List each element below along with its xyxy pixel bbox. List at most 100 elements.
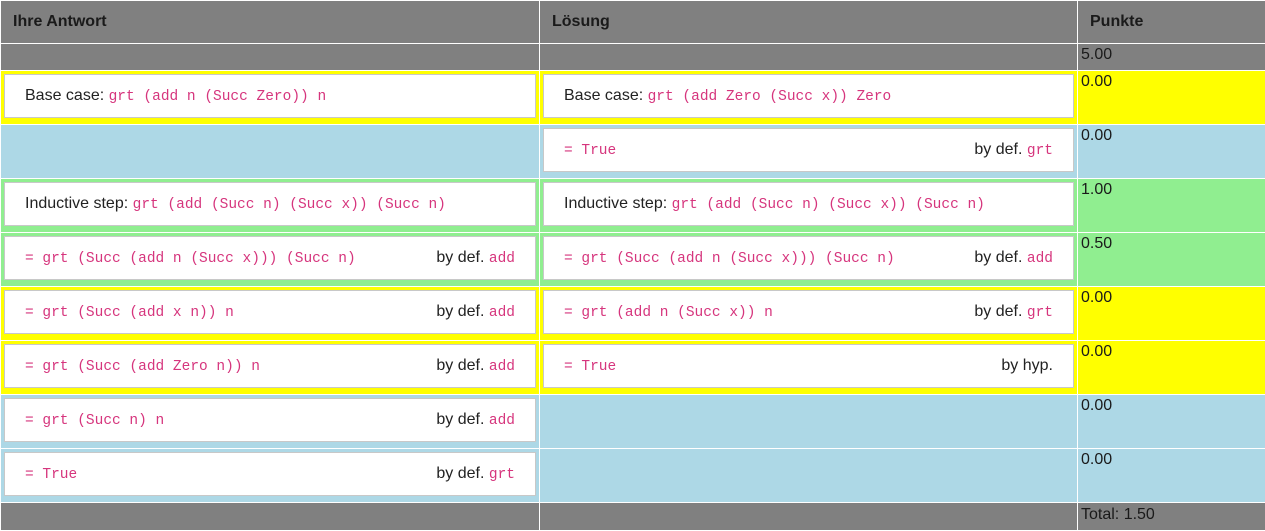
solution-step-wrapper: Base case: grt (add Zero (Succ x)) Zero xyxy=(540,71,1077,118)
step-label: Inductive step: xyxy=(25,195,133,212)
spacer-cell xyxy=(1,503,539,530)
answer-step-box: = grt (Succ (add x n)) n by def. add xyxy=(4,290,536,334)
step-justification: by def. add xyxy=(436,249,515,267)
solution-step-box: = grt (Succ (add n (Succ x))) (Succ n) by… xyxy=(543,236,1074,280)
solution-cell xyxy=(540,449,1077,502)
answer-step-wrapper: Base case: grt (add n (Succ Zero)) n xyxy=(1,71,539,118)
justification-text: by def. xyxy=(436,465,489,482)
solution-cell xyxy=(540,395,1077,448)
justification-function: add xyxy=(488,305,515,321)
solution-step-expression: = True xyxy=(564,357,1001,375)
header-answer: Ihre Antwort xyxy=(1,1,539,43)
justification-function: add xyxy=(1026,251,1053,267)
answer-step-box: = grt (Succ (add n (Succ x))) (Succ n) by… xyxy=(4,236,536,280)
step-justification: by def. grt xyxy=(974,303,1053,321)
justification-function: grt xyxy=(1026,305,1053,321)
max-points: 5.00 xyxy=(1078,44,1265,70)
step-justification: by def. add xyxy=(436,303,515,321)
answer-cell: Base case: grt (add n (Succ Zero)) n xyxy=(1,71,539,124)
step-code: = True xyxy=(564,359,617,375)
justification-text: by def. xyxy=(436,303,489,320)
answer-cell: = grt (Succ (add n (Succ x))) (Succ n) by… xyxy=(1,233,539,286)
step-code: grt (add n (Succ Zero)) n xyxy=(108,89,327,105)
solution-step-expression: Base case: grt (add Zero (Succ x)) Zero xyxy=(564,87,1053,105)
solution-cell: = grt (Succ (add n (Succ x))) (Succ n) by… xyxy=(540,233,1077,286)
answer-step-expression: = True xyxy=(25,465,436,483)
score-cell: 1.00 xyxy=(1078,179,1265,232)
step-code: = grt (Succ (add n (Succ x))) (Succ n) xyxy=(564,251,895,267)
answer-step-box: Base case: grt (add n (Succ Zero)) n xyxy=(4,74,536,118)
justification-text: by def. xyxy=(974,303,1027,320)
answer-step-expression: = grt (Succ n) n xyxy=(25,411,436,429)
answer-step-box: = grt (Succ (add Zero n)) n by def. add xyxy=(4,344,536,388)
step-code: = grt (Succ (add Zero n)) n xyxy=(25,359,260,375)
answer-step-wrapper: = grt (Succ (add Zero n)) n by def. add xyxy=(1,341,539,388)
step-code: = grt (Succ n) n xyxy=(25,413,165,429)
solution-step-wrapper: = grt (Succ (add n (Succ x))) (Succ n) by… xyxy=(540,233,1077,280)
step-code: = grt (Succ (add x n)) n xyxy=(25,305,234,321)
step-code: grt (add (Succ n) (Succ x)) (Succ n) xyxy=(132,197,446,213)
justification-text: by def. xyxy=(974,249,1027,266)
spacer-cell xyxy=(540,503,1077,530)
answer-cell xyxy=(1,125,539,178)
table-body: 5.00 Base case: grt (add n (Succ Zero)) … xyxy=(1,44,1265,530)
table-row: = grt (Succ (add n (Succ x))) (Succ n) by… xyxy=(1,233,1265,286)
solution-step-wrapper: = True by hyp. xyxy=(540,341,1077,388)
answer-cell: = grt (Succ (add x n)) n by def. add xyxy=(1,287,539,340)
solution-step-expression: = grt (Succ (add n (Succ x))) (Succ n) xyxy=(564,249,974,267)
solution-cell: = True by hyp. xyxy=(540,341,1077,394)
solution-step-box: Inductive step: grt (add (Succ n) (Succ … xyxy=(543,182,1074,226)
answer-step-expression: Base case: grt (add n (Succ Zero)) n xyxy=(25,87,515,105)
score-cell: 0.50 xyxy=(1078,233,1265,286)
score-cell: 0.00 xyxy=(1078,449,1265,502)
solution-cell: Base case: grt (add Zero (Succ x)) Zero xyxy=(540,71,1077,124)
total-row: Total: 1.50 xyxy=(1,503,1265,530)
solution-step-box: = True by hyp. xyxy=(543,344,1074,388)
answer-step-expression: = grt (Succ (add n (Succ x))) (Succ n) xyxy=(25,249,436,267)
step-code: = True xyxy=(25,467,78,483)
justification-function: grt xyxy=(1026,143,1053,159)
answer-cell: = grt (Succ n) n by def. add xyxy=(1,395,539,448)
table-row: = grt (Succ n) n by def. add 0.00 xyxy=(1,395,1265,448)
answer-step-box: = True by def. grt xyxy=(4,452,536,496)
step-justification: by def. add xyxy=(974,249,1053,267)
step-code: = grt (Succ (add n (Succ x))) (Succ n) xyxy=(25,251,356,267)
answer-step-wrapper: = grt (Succ n) n by def. add xyxy=(1,395,539,442)
step-label: Base case: xyxy=(25,87,109,104)
answer-step-wrapper: = grt (Succ (add x n)) n by def. add xyxy=(1,287,539,334)
step-justification: by def. add xyxy=(436,411,515,429)
answer-step-expression: Inductive step: grt (add (Succ n) (Succ … xyxy=(25,195,515,213)
step-code: grt (add Zero (Succ x)) Zero xyxy=(647,89,892,105)
justification-function: add xyxy=(488,251,515,267)
header-points: Punkte xyxy=(1078,1,1265,43)
justification-function: add xyxy=(488,359,515,375)
step-label: Base case: xyxy=(564,87,648,104)
answer-step-expression: = grt (Succ (add Zero n)) n xyxy=(25,357,436,375)
spacer-cell xyxy=(1,44,539,70)
score-cell: 0.00 xyxy=(1078,341,1265,394)
solution-step-expression: = True xyxy=(564,141,974,159)
answer-step-expression: = grt (Succ (add x n)) n xyxy=(25,303,436,321)
step-justification: by hyp. xyxy=(1001,357,1053,375)
table-row: Inductive step: grt (add (Succ n) (Succ … xyxy=(1,179,1265,232)
justification-function: grt xyxy=(488,467,515,483)
step-label: Inductive step: xyxy=(564,195,672,212)
step-justification: by def. add xyxy=(436,357,515,375)
justification-text: by def. xyxy=(436,411,489,428)
spacer-cell xyxy=(540,44,1077,70)
score-cell: 0.00 xyxy=(1078,395,1265,448)
answer-step-wrapper: = grt (Succ (add n (Succ x))) (Succ n) by… xyxy=(1,233,539,280)
solution-step-box: Base case: grt (add Zero (Succ x)) Zero xyxy=(543,74,1074,118)
score-cell: 0.00 xyxy=(1078,125,1265,178)
answer-step-wrapper: Inductive step: grt (add (Succ n) (Succ … xyxy=(1,179,539,226)
header-solution: Lösung xyxy=(540,1,1077,43)
